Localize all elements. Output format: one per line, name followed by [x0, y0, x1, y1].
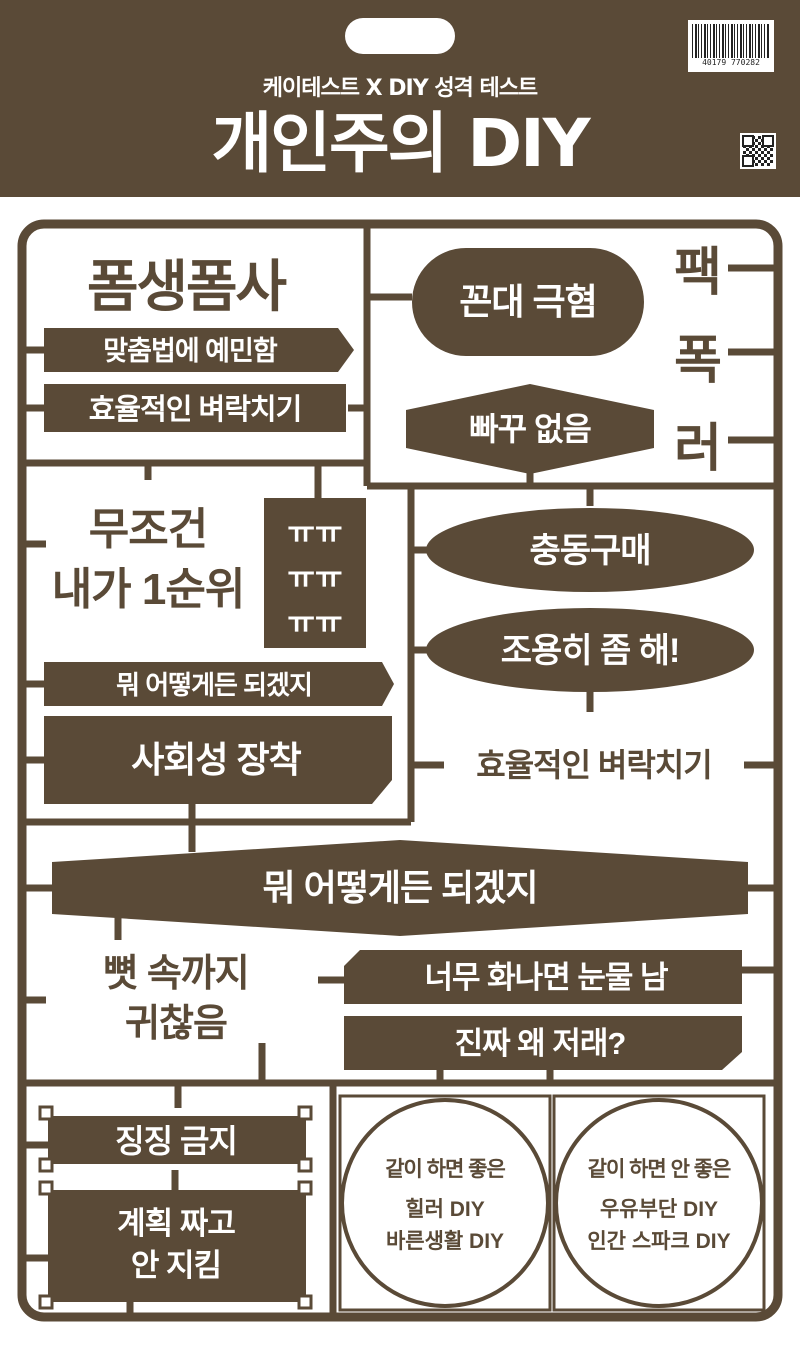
- selection-handles-1: [38, 1105, 313, 1173]
- impulse-ellipse: [426, 508, 754, 592]
- why-shape: [344, 1016, 742, 1070]
- crying-panel: [264, 498, 366, 648]
- page-title: 개인주의 DIY: [211, 105, 591, 182]
- selection-handles-2: [38, 1180, 313, 1310]
- lazy-line-1: 뼛 속까지: [103, 953, 248, 995]
- hang-hole: [345, 18, 455, 54]
- kit-runners: [26, 226, 778, 1317]
- barcode-number: 40179 770282: [702, 58, 760, 67]
- bad-match-item-2: 인간 스파크 DIY: [587, 1230, 730, 1253]
- plans-shape: [48, 1190, 306, 1302]
- tears-shape: [344, 950, 742, 1004]
- crying-1: ㅠㅠ: [287, 517, 342, 550]
- good-match-circle: [340, 1098, 550, 1308]
- good-match-heading: 같이 하면 좋은: [385, 1158, 505, 1181]
- bad-match-heading: 같이 하면 안 좋은: [588, 1158, 731, 1181]
- tag-efficient-1-label: 효율적인 벼락치기: [89, 393, 302, 426]
- kit-frame: [17, 219, 783, 1322]
- tag-custom-shape: [44, 328, 354, 372]
- good-match-item-2: 바른생활 DIY: [386, 1230, 504, 1253]
- vertical-char-1: 팩: [674, 244, 722, 302]
- quiet-label: 조용히 좀 해!: [501, 632, 680, 670]
- barcode-icon: 40179 770282: [688, 20, 774, 72]
- social-mode-shape: [44, 716, 392, 804]
- impulse-label: 충동구매: [529, 532, 650, 570]
- tag-efficient-2-label: 효율적인 벼락치기: [476, 747, 711, 783]
- part-polsaeng: 폼생폼사: [87, 255, 287, 318]
- crying-2: ㅠㅠ: [287, 562, 342, 595]
- me-first-line-2: 내가 1순위: [52, 565, 245, 614]
- me-first-line-1: 무조건: [89, 505, 207, 554]
- header-band: 케이테스트 X DIY 성격 테스트 개인주의 DIY 40179 770282: [0, 0, 800, 197]
- tag-efficient-1-shape: [44, 384, 346, 432]
- social-mode-label: 사회성 장착: [131, 739, 301, 780]
- ppakku-shape: [406, 384, 654, 474]
- tag-whatever-small-label: 뭐 어떻게든 되겠지: [116, 670, 312, 700]
- bad-match-circle: [554, 1098, 764, 1308]
- tag-whatever-small-shape: [44, 662, 394, 706]
- good-match-item-1: 힐러 DIY: [405, 1198, 484, 1221]
- kkondae-label: 꼰대 극혐: [459, 281, 596, 322]
- lazy-line-2: 귀찮음: [125, 1003, 227, 1045]
- tag-custom-label: 맞춤법에 예민함: [103, 336, 278, 366]
- vertical-char-2: 폭: [674, 332, 722, 390]
- no-whining-shape: [48, 1116, 306, 1164]
- plans-line-2: 안 지킴: [131, 1248, 221, 1283]
- whatever-big-label: 뭐 어떻게든 되겠지: [263, 867, 538, 908]
- header-subtitle: 케이테스트 X DIY 성격 테스트: [262, 76, 538, 101]
- vertical-char-3: 러: [674, 420, 722, 478]
- why-label: 진짜 왜 저래?: [455, 1026, 626, 1061]
- whatever-big-shape: [52, 840, 748, 936]
- ppakku-label: 빠꾸 없음: [469, 411, 591, 447]
- bad-match-item-1: 우유부단 DIY: [600, 1198, 718, 1221]
- quiet-ellipse: [426, 608, 754, 692]
- tears-label: 너무 화나면 눈물 남: [425, 960, 668, 995]
- qr-code-icon: [740, 133, 776, 169]
- plans-line-1: 계획 짜고: [117, 1206, 235, 1241]
- kkondae-pill: [412, 248, 644, 356]
- crying-3: ㅠㅠ: [287, 607, 342, 640]
- no-whining-label: 징징 금지: [115, 1123, 237, 1159]
